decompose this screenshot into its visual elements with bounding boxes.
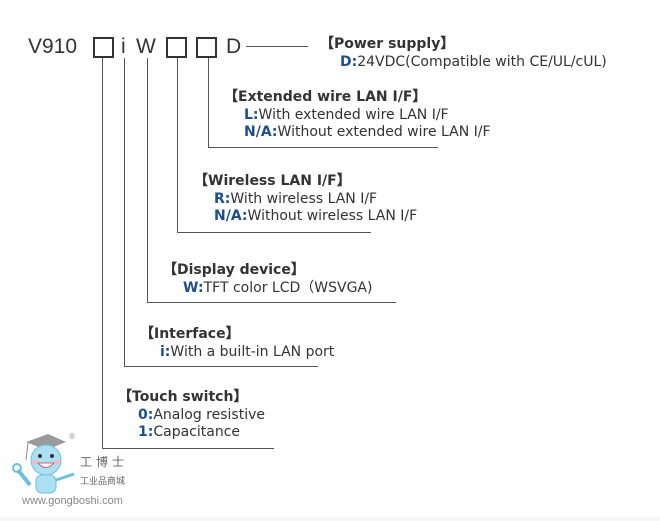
option: W:TFT color LCD（WSVGA) — [183, 279, 373, 296]
option: R:With wireless LAN I/F — [214, 190, 378, 207]
option: N/A:Without wireless LAN I/F — [214, 208, 418, 224]
watermark-url: www.gongboshi.com — [22, 495, 123, 507]
wireless-lan-placeholder-box — [166, 37, 187, 58]
interface-connector-h — [124, 366, 318, 367]
display-connector-h — [147, 302, 396, 303]
touch-switch-group: 【Touch switch】 0:Analog resistive 1:Capa… — [118, 389, 265, 442]
touch-switch-placeholder-box — [93, 37, 114, 58]
group-title: 【Touch switch】 — [118, 389, 248, 405]
touch-switch-connector-h — [102, 448, 274, 449]
extended-lan-placeholder-box — [196, 37, 217, 58]
group-title: 【Extended wire LAN I/F】 — [224, 89, 427, 105]
mascot-logo-icon — [12, 434, 75, 494]
option: D:24VDC(Compatible with CE/UL/cUL) — [340, 53, 607, 70]
option: N/A:Without extended wire LAN I/F — [244, 124, 491, 140]
watermark-brand: 工博士 — [80, 455, 129, 469]
group-title: 【Display device】 — [163, 262, 305, 278]
registered-mark: ® — [68, 432, 76, 441]
option: i:With a built-in LAN port — [160, 343, 335, 360]
display-device-group: 【Display device】 W:TFT color LCD（WSVGA) — [163, 262, 372, 297]
power-supply-connector — [246, 46, 308, 47]
group-title: 【Interface】 — [140, 326, 240, 342]
model-segment-power: D — [226, 35, 242, 58]
group-title: 【Power supply】 — [320, 36, 455, 52]
interface-connector-v — [124, 58, 125, 367]
group-title: 【Wireless LAN I/F】 — [194, 173, 351, 189]
option: L:With extended wire LAN I/F — [244, 106, 449, 123]
option: 1:Capacitance — [138, 424, 241, 440]
wireless-lan-connector-h — [177, 232, 371, 233]
power-supply-group: 【Power supply】 D:24VDC(Compatible with C… — [320, 36, 607, 71]
extended-wire-lan-group: 【Extended wire LAN I/F】 L:With extended … — [224, 89, 491, 142]
wireless-lan-group: 【Wireless LAN I/F】 R:With wireless LAN I… — [194, 173, 417, 226]
interface-group: 【Interface】 i:With a built-in LAN port — [140, 326, 334, 361]
watermark-subtitle: 工业品商城 — [80, 477, 126, 487]
bottom-strip — [0, 517, 660, 521]
touch-switch-connector-v — [102, 58, 103, 449]
extended-lan-connector-h — [208, 147, 438, 148]
wireless-lan-connector-v — [177, 58, 178, 233]
model-prefix: V910 — [28, 35, 78, 58]
model-segment-display: W — [136, 35, 156, 58]
model-segment-interface: i — [121, 35, 126, 58]
display-connector-v — [147, 58, 148, 303]
extended-lan-connector-v — [208, 58, 209, 148]
option: 0:Analog resistive — [138, 406, 265, 423]
